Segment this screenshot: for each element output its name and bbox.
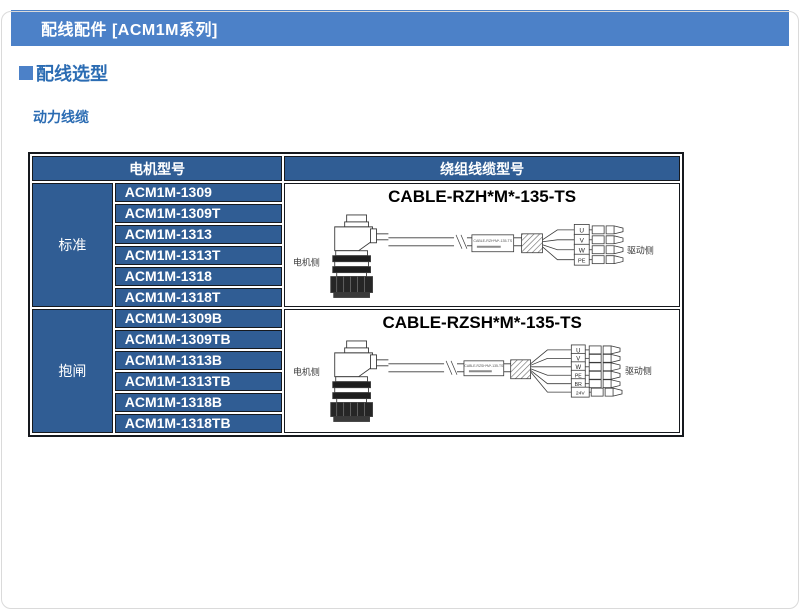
motor-side-label: 电机侧: [293, 257, 320, 268]
wire-label: BR: [575, 382, 582, 388]
col-header-cable-model: 绕组线缆型号: [284, 156, 680, 181]
model-cell: ACM1M-1309T: [114, 204, 283, 224]
table-row: ACM1M-1309T: [32, 204, 680, 224]
table-row: ACM1M-1313T: [32, 246, 680, 266]
cable-body: [388, 359, 532, 380]
model-cell: ACM1M-1313TB: [114, 372, 283, 392]
cable-diagram-cell-brake: CABLE-RZSH*M*-135-TS 电机侧: [284, 309, 680, 434]
wire-fan: [530, 349, 572, 393]
cable-body: [388, 233, 544, 254]
table-row: ACM1M-1309TB: [32, 330, 680, 350]
motor-connector: [330, 214, 389, 298]
wire-fan: [542, 229, 575, 261]
table-header-row: 电机型号 绕组线缆型号: [32, 156, 680, 181]
model-cell: ACM1M-1313B: [114, 351, 283, 371]
wire-label: 24V: [576, 391, 586, 397]
title-bar: 配线配件 [ACM1M系列]: [11, 10, 789, 46]
wire-label: W: [579, 247, 586, 254]
table-row: ACM1M-1313B: [32, 351, 680, 371]
cable-diagram-brake: 电机侧: [293, 340, 652, 423]
table-row: ACM1M-1313: [32, 225, 680, 245]
selection-table-wrap: 电机型号 绕组线缆型号 标准 ACM1M-1309 CABLE-RZH*M*-1…: [28, 152, 800, 438]
group-cell-brake: 抱闸: [32, 309, 113, 434]
model-cell: ACM1M-1309: [114, 183, 283, 203]
section-heading: 配线选型: [19, 60, 800, 86]
subsection-title: 动力线缆: [33, 109, 89, 125]
table-row: ACM1M-1318: [32, 267, 680, 287]
cable-diagram-cell-standard: CABLE-RZH*M*-135-TS 电机侧: [284, 183, 680, 308]
cable-tag-text: CABLE-RZSH*M*-135-TS: [465, 364, 505, 368]
wire-terminals: [571, 344, 623, 398]
table-row: ACM1M-1313TB: [32, 372, 680, 392]
selection-table: 电机型号 绕组线缆型号 标准 ACM1M-1309 CABLE-RZH*M*-1…: [28, 152, 684, 438]
drive-side-label: 驱动侧: [627, 245, 654, 256]
wire-terminals: [574, 223, 624, 266]
model-cell: ACM1M-1318: [114, 267, 283, 287]
motor-side-label: 电机侧: [293, 366, 320, 377]
model-cell: ACM1M-1318B: [114, 393, 283, 413]
table-row: ACM1M-1318TB: [32, 414, 680, 434]
drive-side-label: 驱动侧: [625, 365, 652, 376]
wire-label: V: [577, 357, 581, 363]
section-title: 配线选型: [36, 64, 108, 84]
wire-label: PE: [578, 258, 586, 264]
motor-connector: [330, 340, 389, 423]
model-cell: ACM1M-1309B: [114, 309, 283, 329]
model-cell: ACM1M-1313T: [114, 246, 283, 266]
col-header-motor-model: 电机型号: [32, 156, 283, 181]
cable-tag-text: CABLE-RZH*M*-135-TS: [474, 239, 513, 243]
wire-label: V: [580, 237, 585, 244]
table-row: 标准 ACM1M-1309 CABLE-RZH*M*-135-TS 电机侧: [32, 183, 680, 308]
table-row: ACM1M-1318B: [32, 393, 680, 413]
cable-diagram-standard: 电机侧: [293, 214, 654, 298]
model-cell: ACM1M-1318T: [114, 288, 283, 308]
cable-model-title: CABLE-RZH*M*-135-TS: [388, 187, 577, 206]
model-cell: ACM1M-1318TB: [114, 414, 283, 434]
wire-label: PE: [575, 374, 582, 380]
wire-label: U: [576, 349, 580, 355]
section-bullet-icon: [19, 66, 33, 80]
table-row: 抱闸 ACM1M-1309B CABLE-RZSH*M*-135-TS 电机侧: [32, 309, 680, 434]
model-cell: ACM1M-1313: [114, 225, 283, 245]
table-row: ACM1M-1318T: [32, 288, 680, 308]
cable-model-title: CABLE-RZSH*M*-135-TS: [382, 313, 582, 333]
wire-label: W: [576, 366, 582, 372]
page-title: 配线配件 [ACM1M系列]: [41, 22, 218, 39]
group-cell-standard: 标准: [32, 183, 113, 308]
wire-label: U: [580, 227, 585, 234]
model-cell: ACM1M-1309TB: [114, 330, 283, 350]
